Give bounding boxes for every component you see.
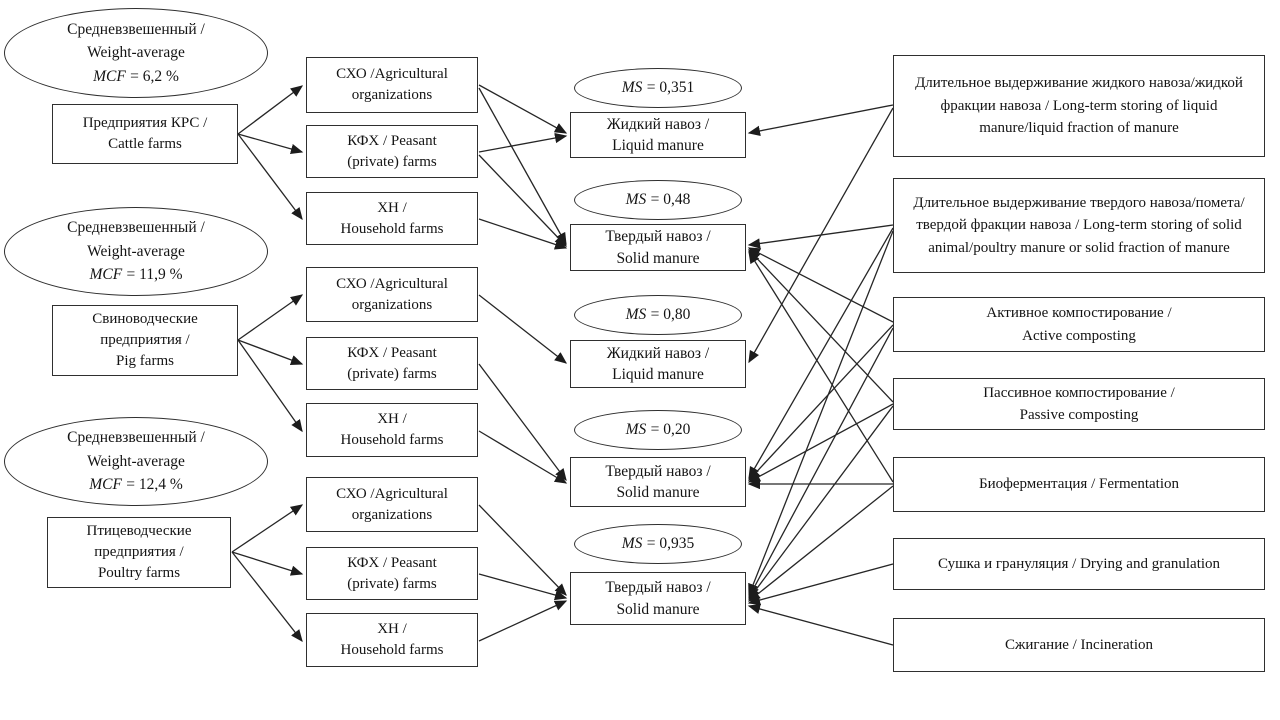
system-box-longterm-solid: Длительное выдерживание твердого навоза/… [893, 178, 1265, 273]
system-box-drying-granulation: Сушка и грануляция / Drying and granulat… [893, 538, 1265, 590]
connector-arrow [748, 249, 894, 403]
org-box-poultry-sho: СХО /Agricultural organizations [306, 477, 478, 532]
mcf-title: Средневзвешенный / Weight-average [67, 20, 205, 62]
manure-box-cattle-liquid: Жидкий навоз / Liquid manure [570, 112, 746, 158]
farm-box-pig: Свиноводческие предприятия / Pig farms [52, 305, 238, 376]
mcf-ellipse-poultry: Средневзвешенный / Weight-average MCF= 1… [4, 417, 268, 506]
system-box-fermentation: Биоферментация / Fermentation [893, 457, 1265, 512]
system-box-incineration: Сжигание / Incineration [893, 618, 1265, 672]
connector-arrow [237, 294, 304, 341]
connector-arrow [748, 250, 894, 483]
mcf-value-line: MCF= 11,9 % [89, 266, 183, 284]
manure-box-pig-liquid: Жидкий навоз / Liquid manure [570, 340, 746, 388]
manure-box-pig-solid: Твердый навоз / Solid manure [570, 457, 746, 507]
system-box-active-composting: Активное компостирование / Active compos… [893, 297, 1265, 352]
connector-arrow [231, 551, 303, 643]
connector-arrow [237, 133, 304, 155]
connector-arrow [478, 294, 568, 364]
connector-arrow [478, 573, 568, 601]
mcf-ellipse-pig: Средневзвешенный / Weight-average MCF= 1… [4, 207, 268, 296]
manure-box-cattle-solid: Твердый навоз / Solid manure [570, 224, 746, 271]
mcf-title: Средневзвешенный / Weight-average [67, 219, 205, 260]
ms-ellipse-pig-solid: MS= 0,20 [574, 410, 742, 450]
connector-arrow [237, 133, 303, 221]
ms-ellipse-cattle-liquid: MS= 0,351 [574, 68, 742, 108]
connector-arrow [748, 405, 894, 601]
farm-box-poultry: Птицеводческие предприятия / Poultry far… [47, 517, 231, 588]
connector-arrow [478, 430, 568, 484]
connector-arrow [747, 104, 894, 136]
org-box-pig-sho: СХО /Agricultural organizations [306, 267, 478, 322]
connector-arrow [748, 327, 894, 599]
mcf-value-line: MCF= 12,4 % [89, 476, 183, 494]
mcf-value-line: MCF= 6,2 % [93, 67, 179, 85]
manure-box-poultry-solid: Твердый навоз / Solid manure [570, 572, 746, 625]
arrows-systems-to-manure [747, 104, 894, 646]
connector-arrow [747, 563, 894, 606]
connector-arrow [478, 218, 568, 250]
connector-arrow [237, 339, 303, 433]
connector-arrow [478, 504, 567, 596]
connector-arrow [231, 504, 304, 553]
connector-arrow [747, 224, 894, 249]
connector-arrow [237, 339, 304, 365]
org-box-pig-hn: ХН / Household farms [306, 403, 478, 457]
arrows-orgs-to-manure [478, 84, 568, 642]
connector-arrow [478, 84, 568, 134]
connector-arrow [478, 363, 567, 482]
system-box-passive-composting: Пассивное компостирование / Passive comp… [893, 378, 1265, 430]
connector-arrow [478, 132, 568, 153]
connector-arrow [747, 403, 894, 483]
ms-ellipse-poultry-solid: MS= 0,935 [574, 524, 742, 564]
connector-arrow [478, 600, 568, 642]
connector-arrow [748, 324, 894, 481]
connector-arrow [231, 551, 304, 576]
org-box-cattle-sho: СХО /Agricultural organizations [306, 57, 478, 113]
connector-arrow [748, 230, 894, 597]
ms-ellipse-pig-liquid: MS= 0,80 [574, 295, 742, 335]
connector-arrow [747, 485, 894, 602]
system-box-longterm-liquid: Длительное выдерживание жидкого навоза/ж… [893, 55, 1265, 157]
connector-arrow [748, 227, 894, 480]
org-box-poultry-kfh: КФХ / Peasant (private) farms [306, 547, 478, 600]
ms-ellipse-cattle-solid: MS= 0,48 [574, 180, 742, 220]
mcf-title: Средневзвешенный / Weight-average [67, 429, 205, 470]
farm-box-cattle: Предприятия КРС / Cattle farms [52, 104, 238, 164]
org-box-poultry-hn: ХН / Household farms [306, 613, 478, 667]
connector-arrow [478, 154, 567, 247]
connector-arrow [237, 85, 304, 135]
connector-arrow [478, 87, 567, 246]
org-box-pig-kfh: КФХ / Peasant (private) farms [306, 337, 478, 390]
org-box-cattle-hn: ХН / Household farms [306, 192, 478, 245]
arrows-farms-to-orgs [231, 85, 304, 643]
mcf-ellipse-cattle: Средневзвешенный / Weight-average MCF= 6… [4, 8, 268, 98]
connector-arrow [747, 603, 894, 646]
org-box-cattle-kfh: КФХ / Peasant (private) farms [306, 125, 478, 178]
connector-arrow [747, 247, 894, 323]
